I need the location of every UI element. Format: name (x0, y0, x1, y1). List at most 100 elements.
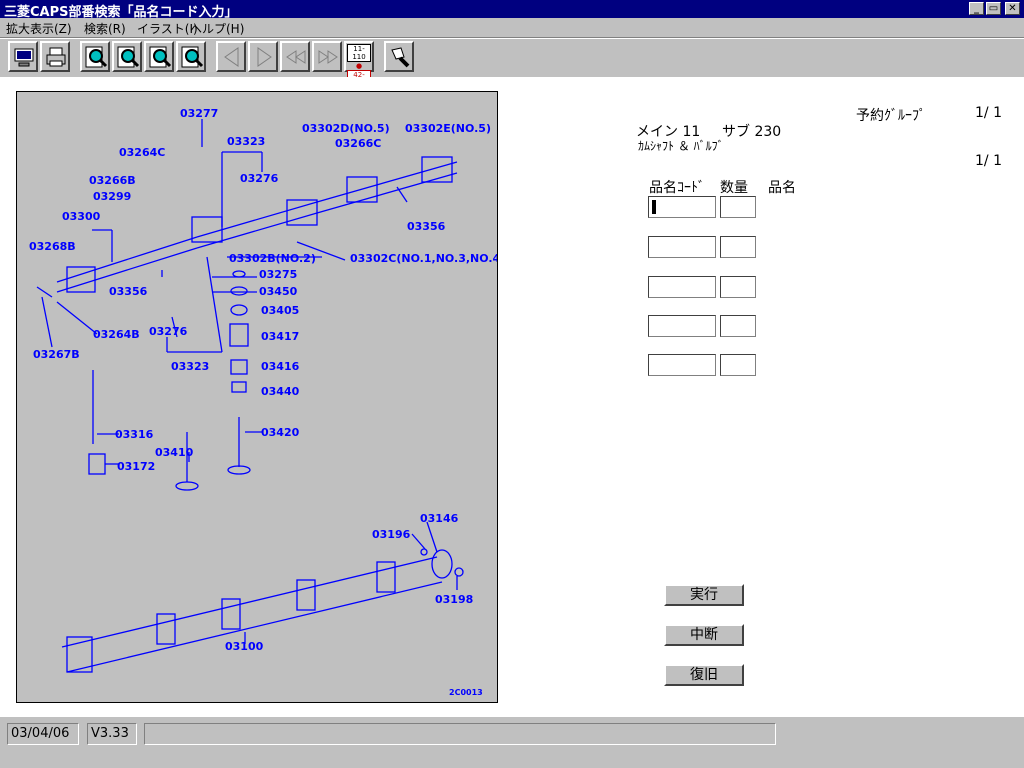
magnifier-icon (85, 46, 108, 68)
menu-help[interactable]: ヘルプ(H) (190, 22, 245, 36)
reserve-group-label: 予約ｸﾞﾙｰﾌﾟ (856, 108, 926, 124)
list-page: 1/ 1 (975, 153, 1002, 169)
callout-label: 03100 (225, 640, 264, 653)
part-code-input[interactable] (648, 276, 716, 298)
callout-label: 03405 (261, 304, 299, 317)
zoom-2-button[interactable] (112, 41, 142, 72)
menu-bar: 拡大表示(Z) 検索(R) イラスト(I) ヘルプ(H) (0, 18, 1024, 38)
magnifier-icon (149, 46, 172, 68)
status-version: V3.33 (87, 723, 137, 745)
flashlight-button[interactable] (384, 41, 414, 72)
callout-label: 03196 (372, 528, 411, 541)
double-left-icon (286, 50, 306, 64)
window-title: 三菱CAPS部番検索「品名コード入力」 (4, 5, 238, 20)
zoom-1-button[interactable] (80, 41, 110, 72)
title-bar: 三菱CAPS部番検索「品名コード入力」 _ ▭ ✕ (0, 0, 1024, 20)
sub-number: サブ 230 (722, 124, 782, 140)
callout-label: 03417 (261, 330, 299, 343)
triangle-right-icon (257, 47, 272, 67)
status-message (144, 723, 776, 745)
close-button[interactable]: ✕ (1005, 2, 1020, 15)
minimize-button[interactable]: _ (969, 2, 984, 15)
parts-illustration[interactable]: 03277 03323 03302D(NO.5) 03302E(NO.5) 03… (16, 91, 505, 703)
callout-label: 03267B (33, 348, 80, 361)
callout-label: 03146 (420, 512, 459, 525)
menu-search[interactable]: 検索(R) (84, 22, 126, 36)
callout-label: 03172 (117, 460, 155, 473)
abort-button[interactable]: 中断 (664, 624, 744, 646)
zoom-3-button[interactable] (144, 41, 174, 72)
toolbar: 11-110 ● 42-010 (0, 38, 1024, 88)
callout-label: 03420 (261, 426, 300, 439)
callout-label: 03323 (171, 360, 209, 373)
reserve-group-page: 1/ 1 (975, 105, 1002, 121)
callout-label: 03410 (155, 446, 194, 459)
callout-label: 03323 (227, 135, 265, 148)
callout-label: 03440 (261, 385, 300, 398)
callout-label: 03276 (240, 172, 279, 185)
main-area: 03277 03323 03302D(NO.5) 03302E(NO.5) 03… (0, 77, 1024, 715)
callout-label: 03302E(NO.5) (405, 122, 491, 135)
column-code-header: 品名ｺｰﾄﾞ (649, 180, 705, 196)
callout-label: 03416 (261, 360, 300, 373)
part-code-input[interactable] (648, 236, 716, 258)
menu-illustration[interactable]: イラスト(I) (137, 22, 198, 36)
callout-label: 03198 (435, 593, 473, 606)
callout-label: 03266B (89, 174, 136, 187)
monitor-icon (14, 48, 34, 67)
callout-label: 03450 (259, 285, 298, 298)
printer-button[interactable] (40, 41, 70, 72)
part-code-input[interactable] (648, 315, 716, 337)
callout-label: 03302B(NO.2) (229, 252, 316, 265)
status-date: 03/04/06 (7, 723, 79, 745)
callout-label: 03264C (119, 146, 165, 159)
callout-label: 03316 (115, 428, 154, 441)
flashlight-icon (391, 47, 410, 68)
callout-label: 03302C(NO.1,NO.3,NO.4) (350, 252, 497, 265)
callout-label: 03299 (93, 190, 131, 203)
menu-zoom[interactable]: 拡大表示(Z) (6, 22, 72, 36)
callout-label: 03266C (335, 137, 381, 150)
prev-button[interactable] (216, 41, 246, 72)
magnifier-icon (181, 46, 204, 68)
restore-button[interactable]: 復旧 (664, 664, 744, 686)
last-button[interactable] (312, 41, 342, 72)
quantity-input[interactable] (720, 276, 756, 298)
first-button[interactable] (280, 41, 310, 72)
callout-label: 03276 (149, 325, 188, 338)
callout-label: 03277 (180, 107, 218, 120)
status-bar: 03/04/06 V3.33 (0, 716, 1024, 768)
counter-dot-icon: ● (355, 62, 363, 70)
callout-label: 03302D(NO.5) (302, 122, 390, 135)
callout-label: 03356 (407, 220, 446, 233)
part-code-input[interactable] (648, 196, 716, 218)
column-qty-header: 数量 (720, 180, 748, 196)
quantity-input[interactable] (720, 354, 756, 376)
execute-button[interactable]: 実行 (664, 584, 744, 606)
zoom-4-button[interactable] (176, 41, 206, 72)
next-button[interactable] (248, 41, 278, 72)
printer-icon (46, 47, 66, 67)
maximize-button[interactable]: ▭ (986, 2, 1001, 15)
counter-button[interactable]: 11-110 ● 42-010 (344, 41, 374, 88)
illustration-ref-code: 2C0013 (449, 688, 483, 697)
callout-label: 03275 (259, 268, 297, 281)
quantity-input[interactable] (720, 315, 756, 337)
magnifier-icon (117, 46, 140, 68)
main-number: メイン 11 (636, 124, 701, 140)
camshaft-diagram: 03277 03323 03302D(NO.5) 03302E(NO.5) 03… (29, 107, 505, 697)
text-caret (652, 200, 656, 214)
quantity-input[interactable] (720, 236, 756, 258)
column-name-header: 品名 (768, 180, 796, 196)
callout-label: 03264B (93, 328, 140, 341)
part-category: ｶﾑｼｬﾌﾄ ＆ ﾊﾞﾙﾌﾞ (638, 139, 724, 153)
counter-top: 11-110 (347, 44, 371, 62)
monitor-button[interactable] (8, 41, 38, 72)
part-code-input[interactable] (648, 354, 716, 376)
callout-label: 03300 (62, 210, 101, 223)
callout-label: 03356 (109, 285, 148, 298)
callout-label: 03268B (29, 240, 76, 253)
double-right-icon (318, 50, 338, 64)
quantity-input[interactable] (720, 196, 756, 218)
triangle-left-icon (224, 47, 239, 67)
